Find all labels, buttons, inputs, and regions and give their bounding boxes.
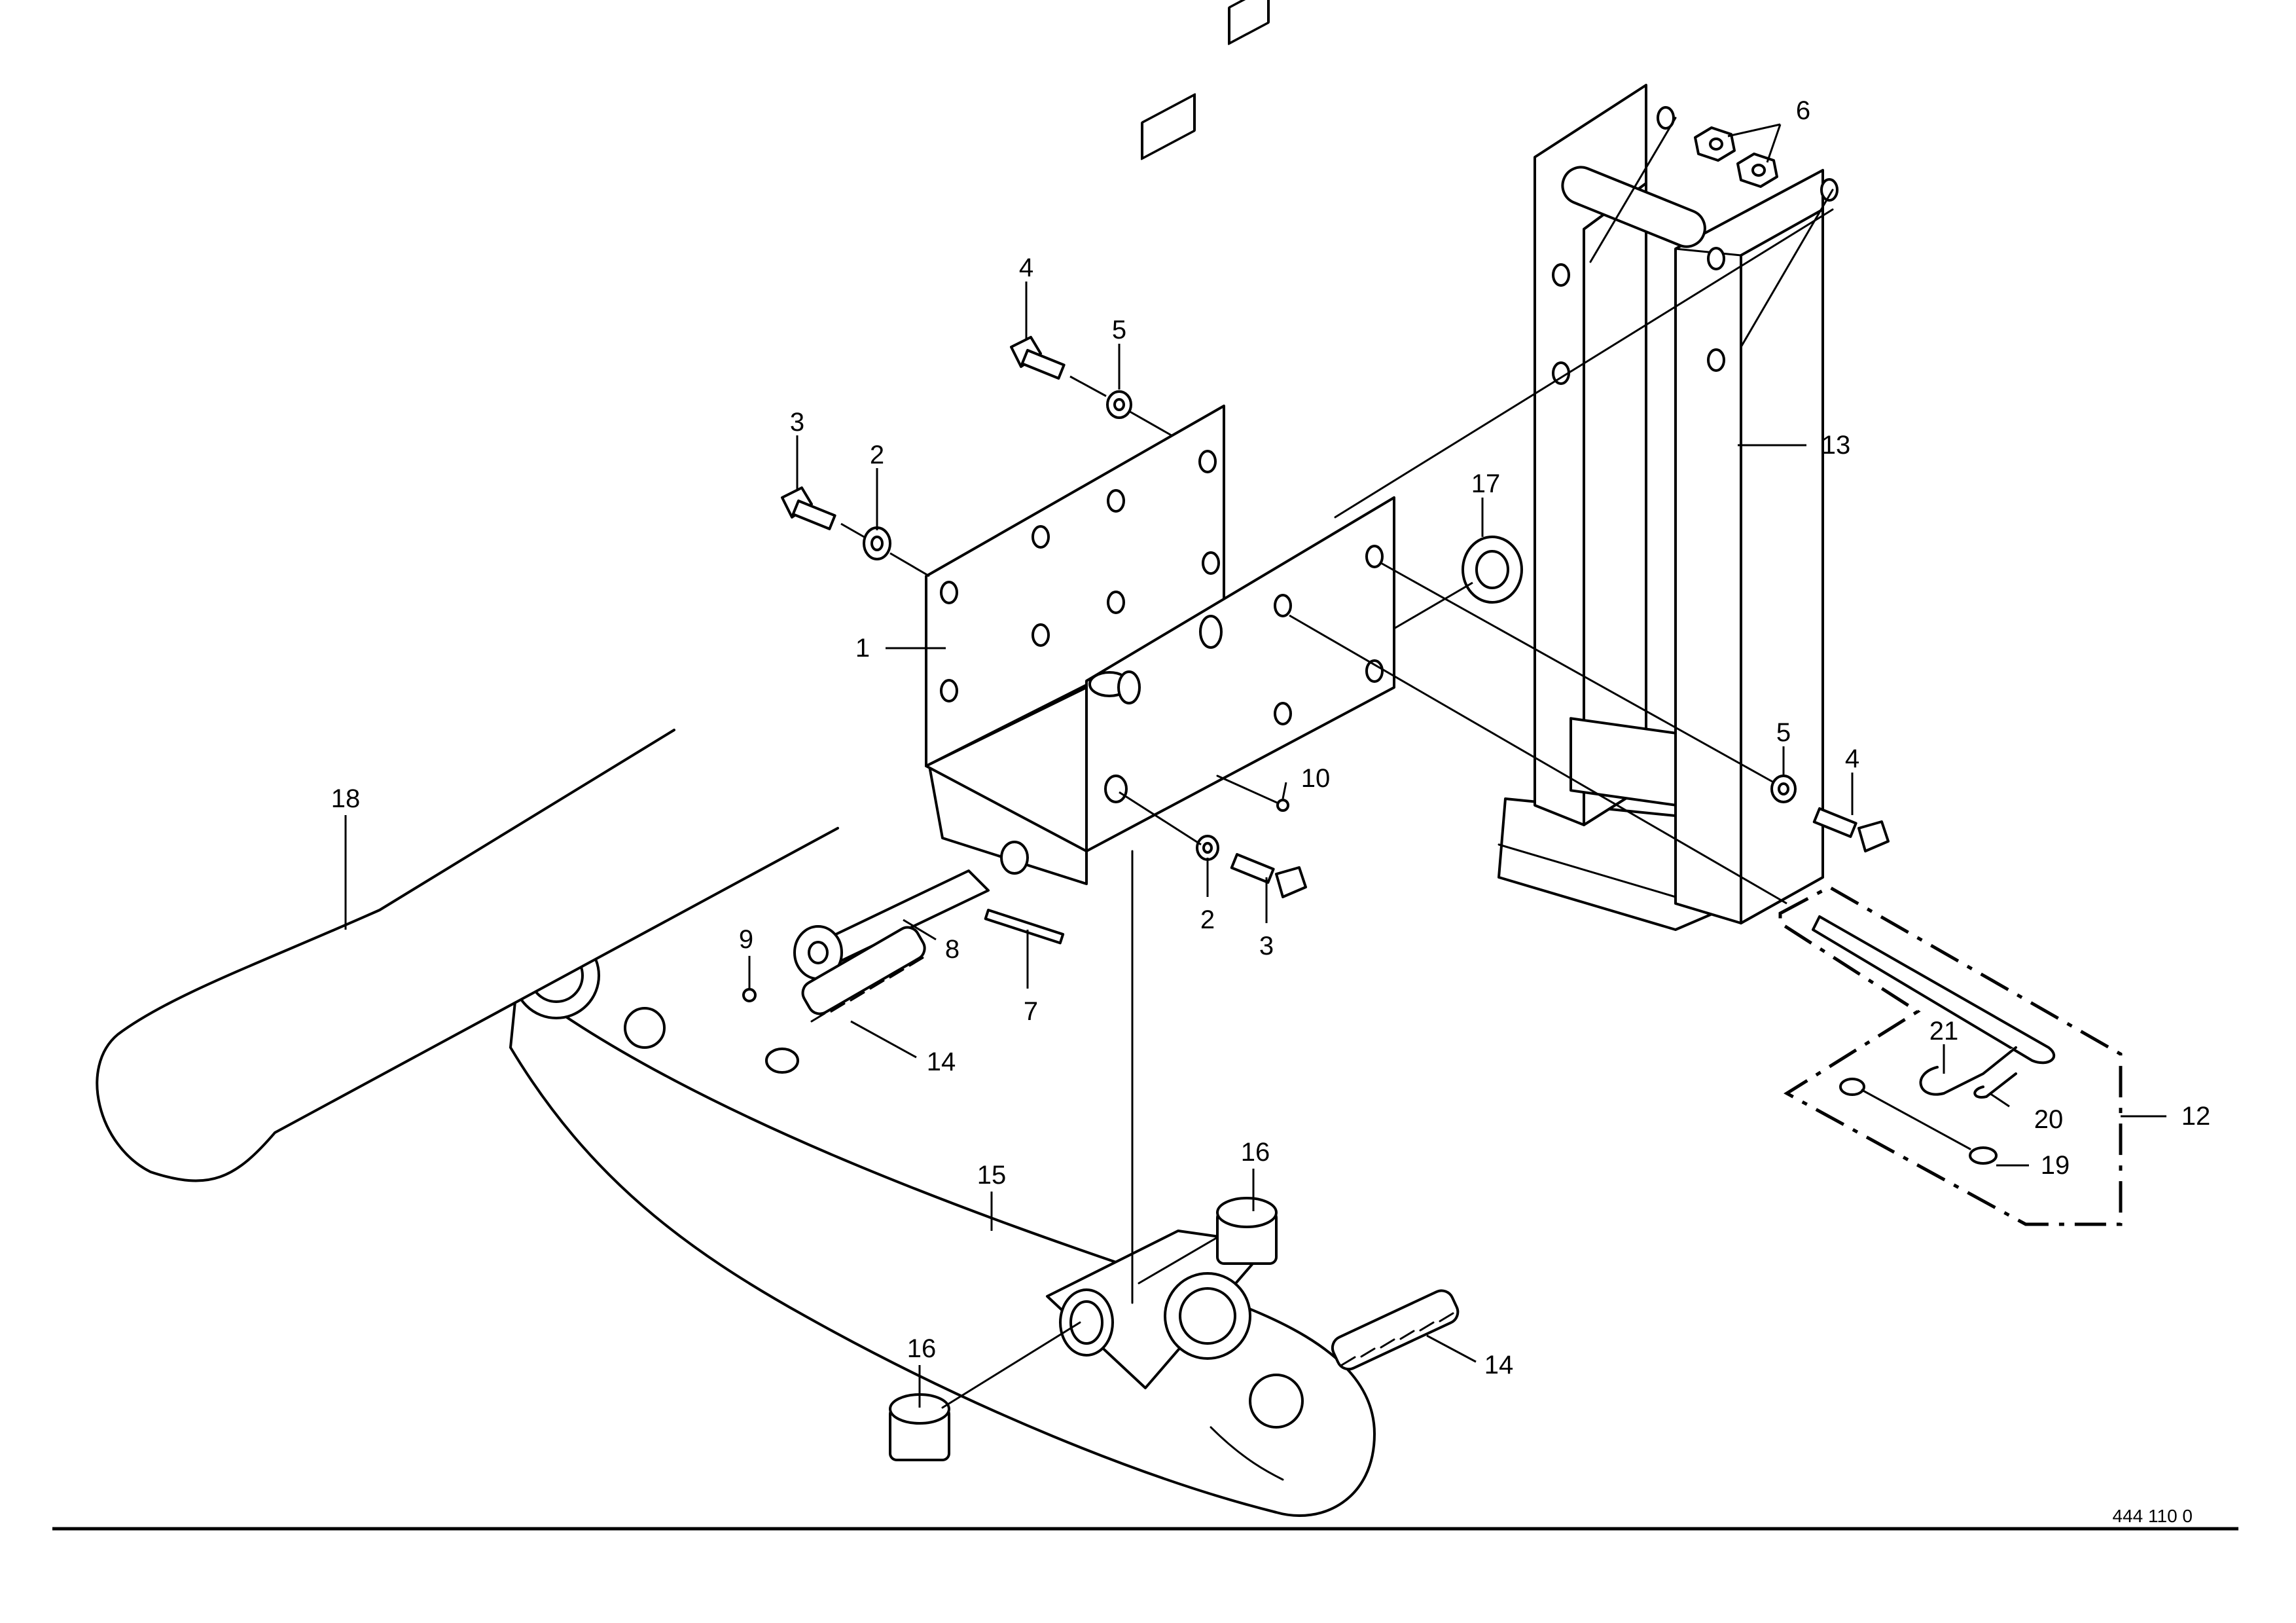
bolt-lower-middle	[1230, 853, 1307, 898]
callout-4-upper: 4	[1019, 253, 1033, 282]
kit-boundary	[1778, 885, 2123, 1226]
kit-contents	[1812, 915, 2055, 1165]
callout-7: 7	[1024, 997, 1038, 1026]
callout-17: 17	[1471, 469, 1501, 498]
callout-16-upper: 16	[1241, 1138, 1270, 1167]
large-washer	[1393, 536, 1523, 630]
washer-upper-middle	[1106, 390, 1172, 437]
bolt-upper-middle	[1010, 336, 1107, 397]
callout-15: 15	[977, 1161, 1007, 1190]
callout-21: 21	[1929, 1017, 1959, 1046]
callout-9: 9	[739, 925, 753, 954]
lock-nut-2	[1736, 153, 1778, 188]
callout-6: 6	[1796, 96, 1810, 125]
spring-lower	[1331, 1289, 1460, 1371]
washer-upper-left	[863, 526, 930, 577]
callout-1: 1	[855, 634, 870, 663]
small-screw	[1216, 775, 1289, 812]
callout-16-lower: 16	[907, 1334, 937, 1363]
callout-20: 20	[2034, 1105, 2064, 1134]
callout-18: 18	[331, 784, 361, 813]
callout-5-upper: 5	[1112, 316, 1126, 344]
callout-labels: 1 2 2 3 3 4 4 5 5 6 7 8 9 10 12 13 14 14…	[331, 96, 2211, 1379]
leader-lines	[344, 123, 2166, 1408]
callout-14-lower: 14	[1484, 1351, 1514, 1379]
callout-12: 12	[2181, 1102, 2211, 1131]
roll-pin	[984, 909, 1065, 945]
callout-19: 19	[2041, 1151, 2070, 1180]
callout-5-right: 5	[1776, 718, 1791, 747]
callout-10: 10	[1301, 764, 1331, 793]
bushing-upper	[1138, 1197, 1278, 1285]
pivot-pin	[793, 869, 990, 980]
callout-3-upper: 3	[790, 408, 804, 437]
bolt-right	[1812, 807, 1890, 852]
grease-nipple	[742, 988, 757, 1002]
callout-2-upper: 2	[870, 441, 884, 469]
lock-nut-1	[1694, 126, 1736, 162]
callout-8: 8	[945, 935, 960, 964]
callout-14-upper: 14	[927, 1048, 956, 1076]
callout-3-lower: 3	[1259, 932, 1274, 960]
spring-upper	[765, 926, 926, 1074]
drawing-number: 444 110 0	[2113, 1506, 2193, 1526]
upright-frame	[1334, 84, 1839, 931]
callout-2-lower: 2	[1200, 905, 1215, 934]
callout-13: 13	[1821, 431, 1851, 460]
wire-rod	[96, 729, 839, 1182]
main-bracket	[925, 0, 1395, 885]
pin-path-line	[1289, 614, 1787, 905]
bolt-upper-left	[781, 486, 865, 538]
callout-4-right: 4	[1845, 744, 1859, 773]
